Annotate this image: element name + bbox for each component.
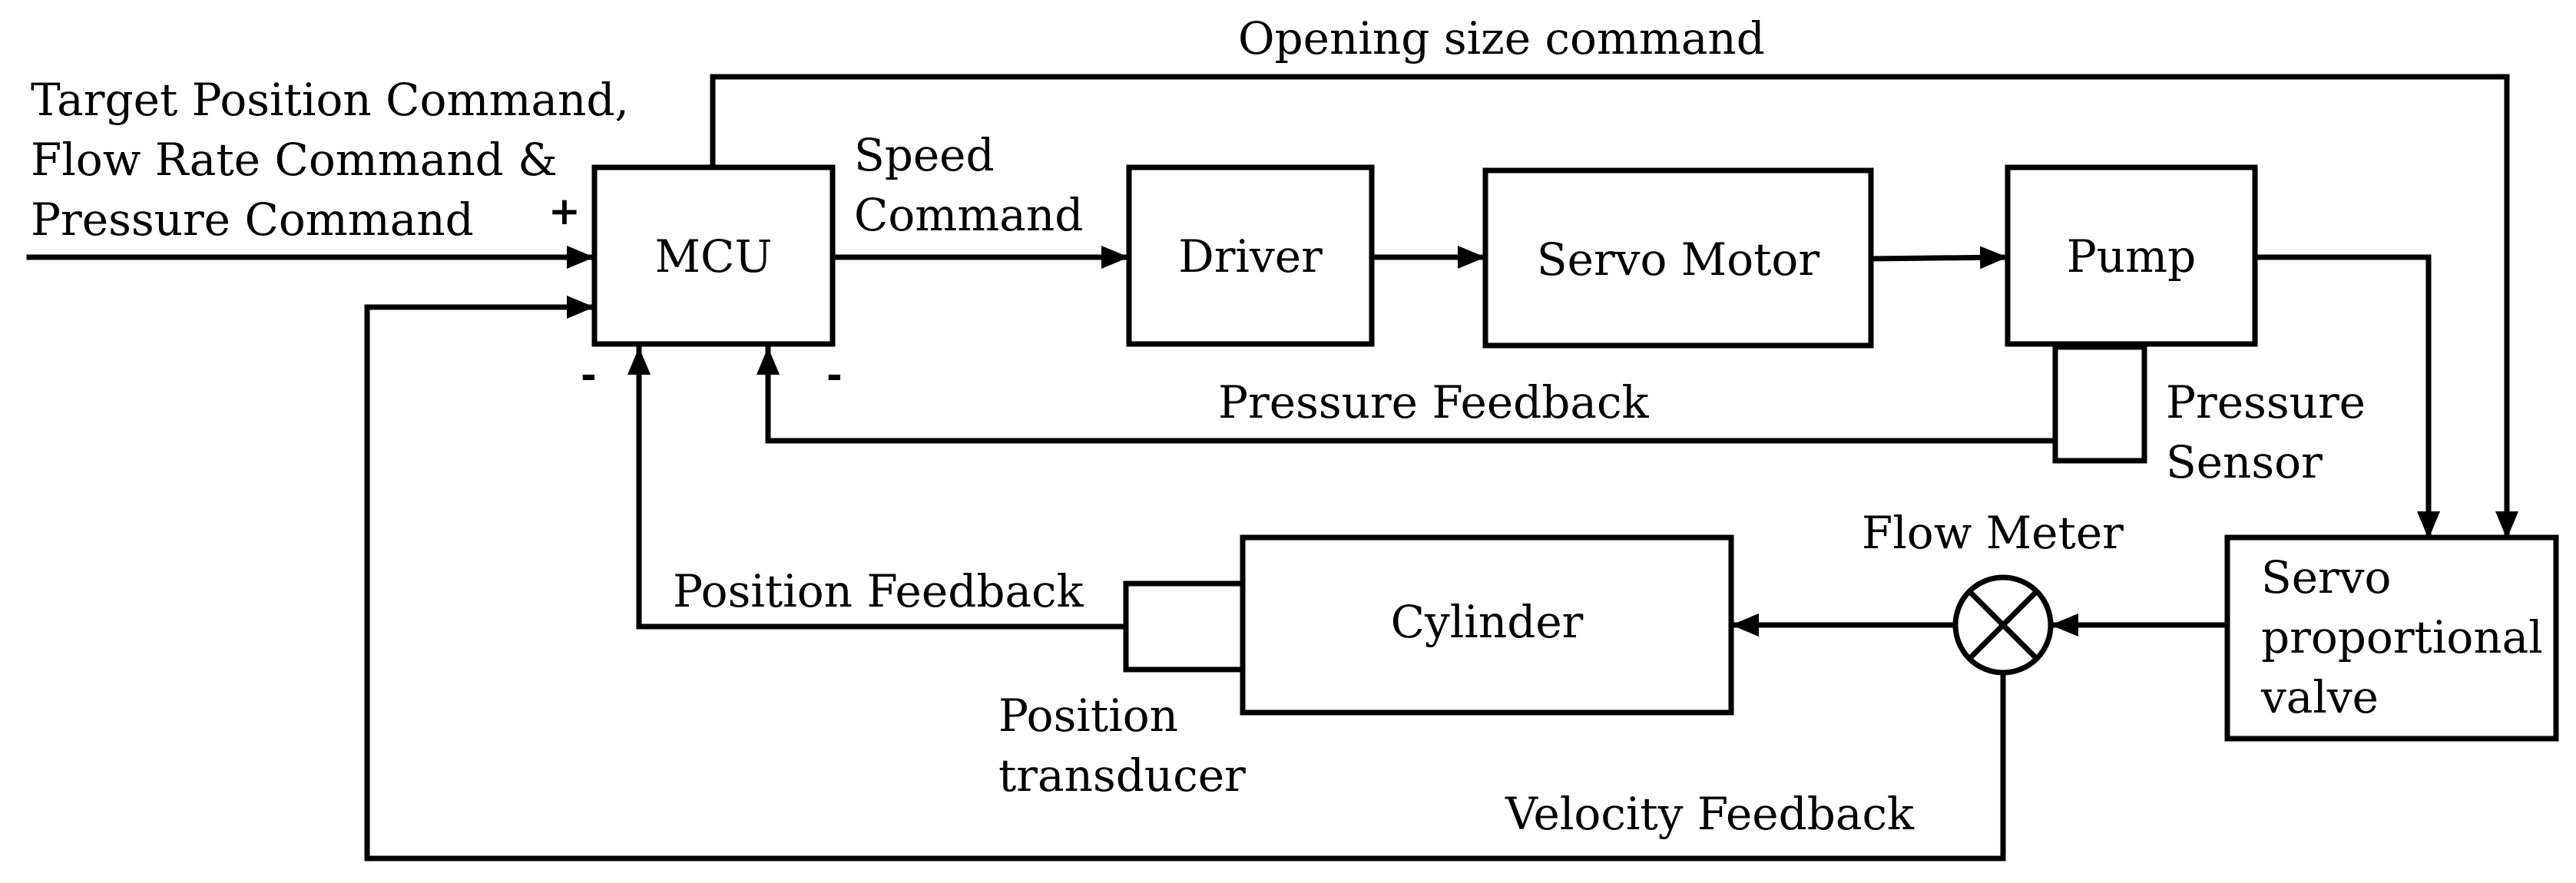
minus-sign-right: -	[826, 353, 843, 398]
pressure-sensor-label-line2: Sensor	[2166, 436, 2323, 488]
speed-command-label-line1: Speed	[854, 129, 995, 181]
pressure-sensor-block	[2052, 344, 2147, 464]
pressure-sensor-label-line1: Pressure	[2166, 376, 2366, 428]
cylinder-label: Cylinder	[1391, 596, 1584, 648]
servo-valve-label-line2: proportional	[2261, 611, 2543, 663]
motor-to-pump-arrow	[1868, 246, 2009, 270]
position-transducer-label-line1: Position	[998, 690, 1178, 742]
input-command-label-line1: Target Position Command,	[31, 74, 629, 126]
pressure-feedback-label: Pressure Feedback	[1218, 376, 1649, 428]
minus-sign-left: -	[581, 353, 597, 398]
input-command-label-line3: Pressure Command	[31, 193, 474, 246]
driver-label: Driver	[1178, 230, 1323, 283]
input-command-label-line2: Flow Rate Command &	[31, 134, 558, 186]
plus-sign: +	[548, 189, 581, 233]
pump-block	[2005, 164, 2258, 347]
servo-motor-block	[1482, 167, 1874, 349]
speed-command-label-line2: Command	[854, 189, 1083, 241]
flow-meter-label: Flow Meter	[1862, 507, 2124, 559]
pump-label: Pump	[2067, 230, 2197, 283]
driver-block	[1126, 164, 1375, 347]
servo-valve-block	[2224, 534, 2559, 742]
velocity-feedback-arrow	[364, 296, 2006, 862]
mcu-block	[591, 164, 836, 347]
servo-motor-label: Servo Motor	[1537, 233, 1819, 286]
servo-valve-label-line1: Servo	[2261, 551, 2391, 604]
flow-meter-icon	[1952, 574, 2054, 676]
velocity-feedback-label: Velocity Feedback	[1505, 788, 1915, 840]
opening-size-command-label: Opening size command	[1238, 12, 1765, 64]
position-transducer-block	[1123, 580, 1246, 673]
servo-valve-label-line3: valve	[2260, 671, 2379, 723]
mcu-label: MCU	[655, 230, 773, 283]
position-feedback-label: Position Feedback	[673, 565, 1084, 617]
pump-to-valve-arrow	[2252, 254, 2440, 541]
pressure-feedback-arrow	[757, 346, 2058, 444]
position-transducer-label-line2: transducer	[998, 749, 1246, 802]
opening-size-command-arrow	[710, 74, 2518, 541]
position-feedback-arrow	[627, 346, 1129, 630]
